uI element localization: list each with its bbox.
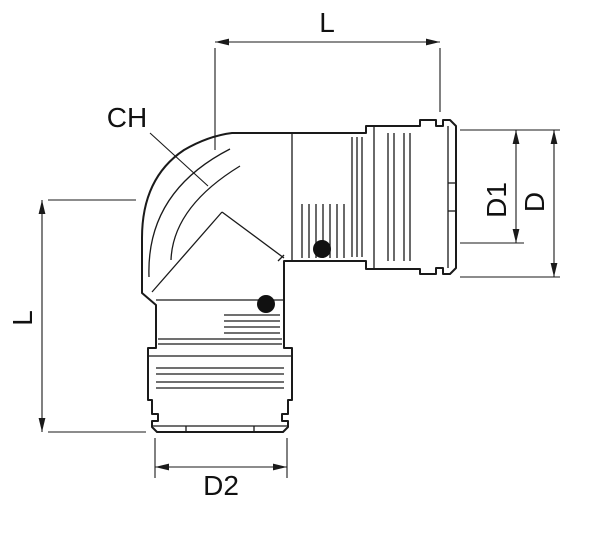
- dimension-d2: D2: [154, 438, 288, 501]
- dim-label-side-length: L: [7, 310, 38, 326]
- dimension-side-length: L: [7, 199, 146, 433]
- arrowhead: [550, 130, 558, 144]
- fitting-body: [141, 119, 457, 433]
- vertical-port-collet: [148, 355, 292, 432]
- dimension-chamfer: CH: [107, 102, 209, 187]
- arrowhead: [215, 38, 229, 46]
- dim-label-d2: D2: [203, 470, 239, 501]
- fitting-outer-contour: [141, 119, 457, 433]
- arrowhead: [38, 418, 46, 432]
- arrowhead: [155, 463, 169, 471]
- arrowhead: [273, 463, 287, 471]
- dimension-top-length: L: [214, 7, 441, 150]
- corner-chamfer-facets: [148, 133, 293, 301]
- leader-line: [149, 132, 209, 187]
- dim-label-d: D: [519, 192, 550, 212]
- arrowhead: [38, 200, 46, 214]
- dimension-d1: D1: [460, 129, 560, 244]
- dim-label-chamfer: CH: [107, 102, 147, 133]
- dim-label-top-length: L: [319, 7, 335, 38]
- vertical-port-section-lines: [158, 314, 282, 345]
- arrowhead: [426, 38, 440, 46]
- o-ring-seal-horizontal: [313, 240, 331, 258]
- dimension-d: D: [460, 130, 560, 278]
- arrowhead: [550, 263, 558, 277]
- arrowhead: [512, 130, 520, 144]
- arrowhead: [512, 229, 520, 243]
- horizontal-port-collet: [373, 126, 456, 269]
- o-ring-seal-vertical: [257, 295, 275, 313]
- dim-label-d1: D1: [481, 182, 512, 218]
